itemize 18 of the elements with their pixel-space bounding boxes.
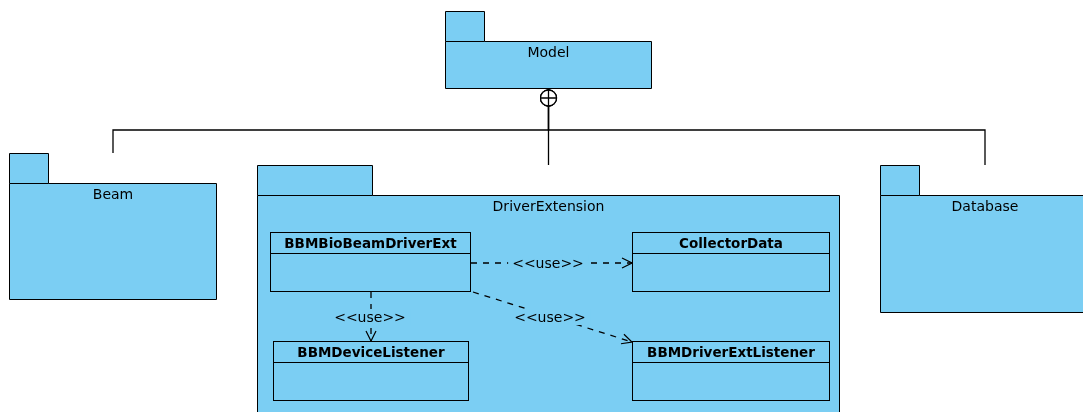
class-name: BBMBioBeamDriverExt (284, 234, 457, 252)
class-name: CollectorData (679, 234, 783, 252)
dependency-arrow (365, 291, 377, 342)
package-name: Beam (92, 185, 134, 204)
package-folder (257, 165, 840, 412)
class-box (270, 232, 471, 292)
package-folder (880, 165, 1083, 313)
package-name: Database (951, 197, 1019, 216)
class-box (273, 341, 469, 401)
package-folder (9, 153, 217, 300)
class-name: BBMDeviceListener (297, 343, 445, 361)
containment-line (539, 88, 986, 166)
class-box (632, 232, 830, 292)
class-name: BBMDriverExtListener (647, 343, 815, 361)
package-name: DriverExtension (492, 197, 605, 216)
class-box (632, 341, 830, 401)
package-folder (445, 11, 652, 89)
package-name: Model (527, 43, 570, 62)
